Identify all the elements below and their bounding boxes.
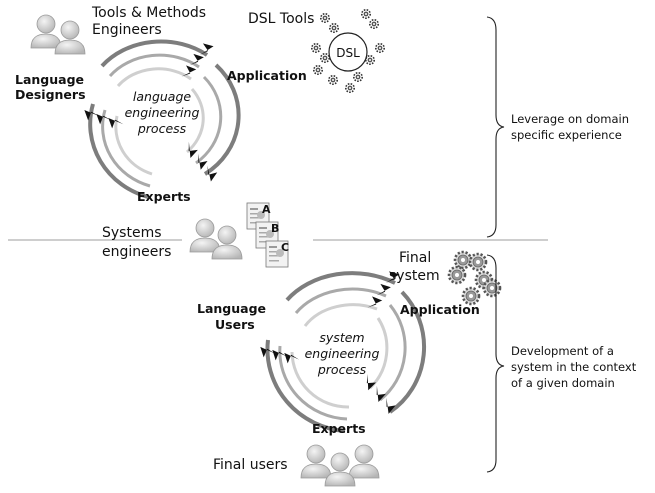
top-brace [486, 16, 505, 238]
dsl-badge-text: DSL [336, 46, 360, 60]
language-users-label-line1: Language [197, 301, 266, 316]
language-cycle-arcs [88, 39, 241, 199]
systems-engineers-people-icon [189, 218, 243, 260]
final-system-label-line2: system [389, 268, 440, 284]
language-designers-label-line2: Designers [15, 87, 86, 102]
dsl-tools-label: DSL Tools [248, 11, 314, 27]
top-experts-label: Experts [137, 189, 191, 204]
language-process-line1: language [133, 89, 192, 104]
doc-letter-c: C [281, 241, 289, 254]
tools-methods-label-line1: Tools & Methods [91, 5, 206, 21]
language-users-label-line2: Users [215, 317, 255, 332]
language-designers-label-line1: Language [15, 72, 84, 87]
language-process-line3: process [137, 121, 187, 136]
top-brace-note-line2: specific experience [511, 128, 622, 142]
final-users-label: Final users [213, 457, 288, 473]
bottom-brace-note-line3: of a given domain [511, 376, 615, 390]
doc-letter-b: B [271, 222, 279, 235]
top-brace-note-line1: Leverage on domain [511, 112, 629, 126]
system-process-line3: process [317, 362, 367, 377]
final-system-gears-icon [447, 250, 502, 306]
systems-engineers-label-line2: engineers [102, 244, 171, 260]
bottom-application-label: Application [400, 302, 480, 317]
tools-methods-label-line2: Engineers [92, 22, 162, 38]
artifact-documents: A B C [246, 202, 289, 268]
dsl-badge: DSL [328, 32, 368, 72]
final-system-label-line1: Final [399, 250, 431, 266]
top-application-label: Application [227, 68, 307, 83]
bottom-brace-note-line2: system in the context [511, 360, 637, 374]
system-process-line2: engineering [305, 346, 380, 361]
doc-letter-a: A [262, 203, 271, 216]
final-users-people-icon [300, 444, 380, 487]
bottom-experts-label: Experts [312, 421, 366, 436]
system-cycle-arcs [265, 271, 427, 433]
tools-methods-people-icon [30, 14, 86, 55]
system-process-line1: system [319, 330, 364, 345]
bottom-brace-note-line1: Development of a [511, 344, 614, 358]
bottom-brace [486, 254, 505, 473]
language-process-line2: engineering [125, 105, 200, 120]
systems-engineers-label-line1: Systems [102, 225, 162, 241]
